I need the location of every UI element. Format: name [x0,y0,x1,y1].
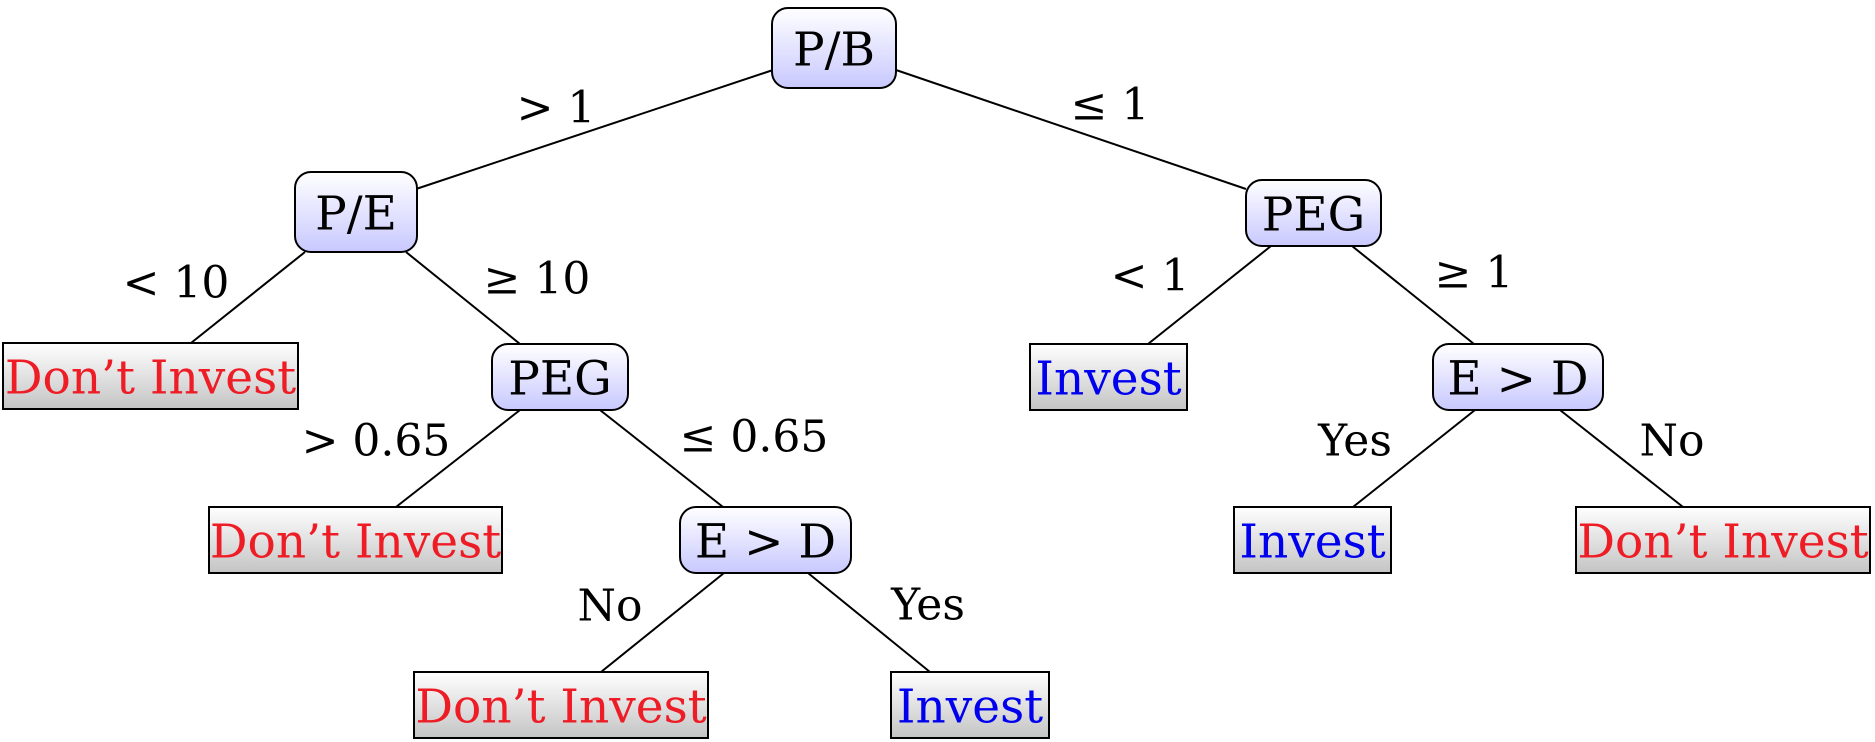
edge-edl-no [600,572,725,673]
edge-pe-pegl [405,251,521,345]
edge-pegr-edr [1351,245,1475,345]
leaf-box [208,506,503,574]
leaf-box [1575,506,1871,574]
decision-box [1245,179,1382,247]
decision-node-peg-right: PEG [1245,179,1382,247]
leaf-node-leaf-edl-no: Don’t Invest [413,671,709,739]
edge-pe-leaf [190,251,306,344]
leaf-box [1029,343,1188,411]
leaf-label: Don’t Invest [5,351,296,406]
edge-edr-yes [1352,409,1476,508]
decision-label: E > D [695,515,836,570]
edge-label-root-pegr: ≤ 1 [1071,80,1150,131]
leaf-node-leaf-pe-lt10: Don’t Invest [2,342,299,410]
edge-edr-no [1559,409,1684,508]
decision-box [491,343,629,411]
decision-node-pe: P/E [294,171,418,253]
edge-label-edl-yes: Yes [890,580,965,631]
edge-pegl-leaf [395,409,521,508]
edge-label-pegl-edl: ≤ 0.65 [680,412,829,463]
decision-box [679,506,852,574]
decision-label: E > D [1447,352,1588,407]
leaf-node-leaf-edr-yes: Invest [1233,506,1392,574]
edge-label-edr-no: No [1640,416,1705,467]
leaf-label: Don’t Invest [415,680,706,735]
edge-label-pegr-leaf: < 1 [1111,251,1190,302]
edge-label-edr-yes: Yes [1317,416,1392,467]
decision-node-ed-left: E > D [679,506,852,574]
leaf-label: Invest [897,680,1043,735]
edge-label-pegl-leaf: > 0.65 [302,416,451,467]
edge-label-edl-no: No [578,581,643,632]
edge-root-pegr [895,69,1247,190]
edge-pegr-leaf [1147,245,1272,345]
leaf-box [2,342,299,410]
decision-label: PEG [508,352,611,407]
leaf-box [413,671,709,739]
leaf-node-leaf-edr-no: Don’t Invest [1575,506,1871,574]
decision-label: P/E [315,187,397,242]
edge-label-pe-leaf: < 10 [123,258,230,309]
leaf-label: Invest [1035,352,1181,407]
edge-label-pe-pegl: ≥ 10 [484,254,591,305]
leaf-label: Don’t Invest [210,515,501,570]
leaf-box [1233,506,1392,574]
edge-edl-yes [807,572,931,673]
leaf-label: Don’t Invest [1577,515,1868,570]
leaf-label: Invest [1239,515,1385,570]
leaf-node-leaf-edl-yes: Invest [890,671,1050,739]
decision-node-peg-left: PEG [491,343,629,411]
edge-root-pe [415,69,774,190]
decision-box [771,7,897,89]
decision-node-ed-right: E > D [1432,343,1604,411]
decision-label: P/B [793,23,875,78]
decision-box [1432,343,1604,411]
edge-label-root-pe: > 1 [517,83,596,134]
edge-pegl-edl [599,409,724,508]
leaf-box [890,671,1050,739]
leaf-node-leaf-pegl-gt065: Don’t Invest [208,506,503,574]
leaf-node-leaf-pegr-lt1: Invest [1029,343,1188,411]
decision-box [294,171,418,253]
edge-label-pegr-edr: ≥ 1 [1435,248,1514,299]
decision-label: PEG [1262,188,1365,243]
decision-node-root: P/B [771,7,897,89]
